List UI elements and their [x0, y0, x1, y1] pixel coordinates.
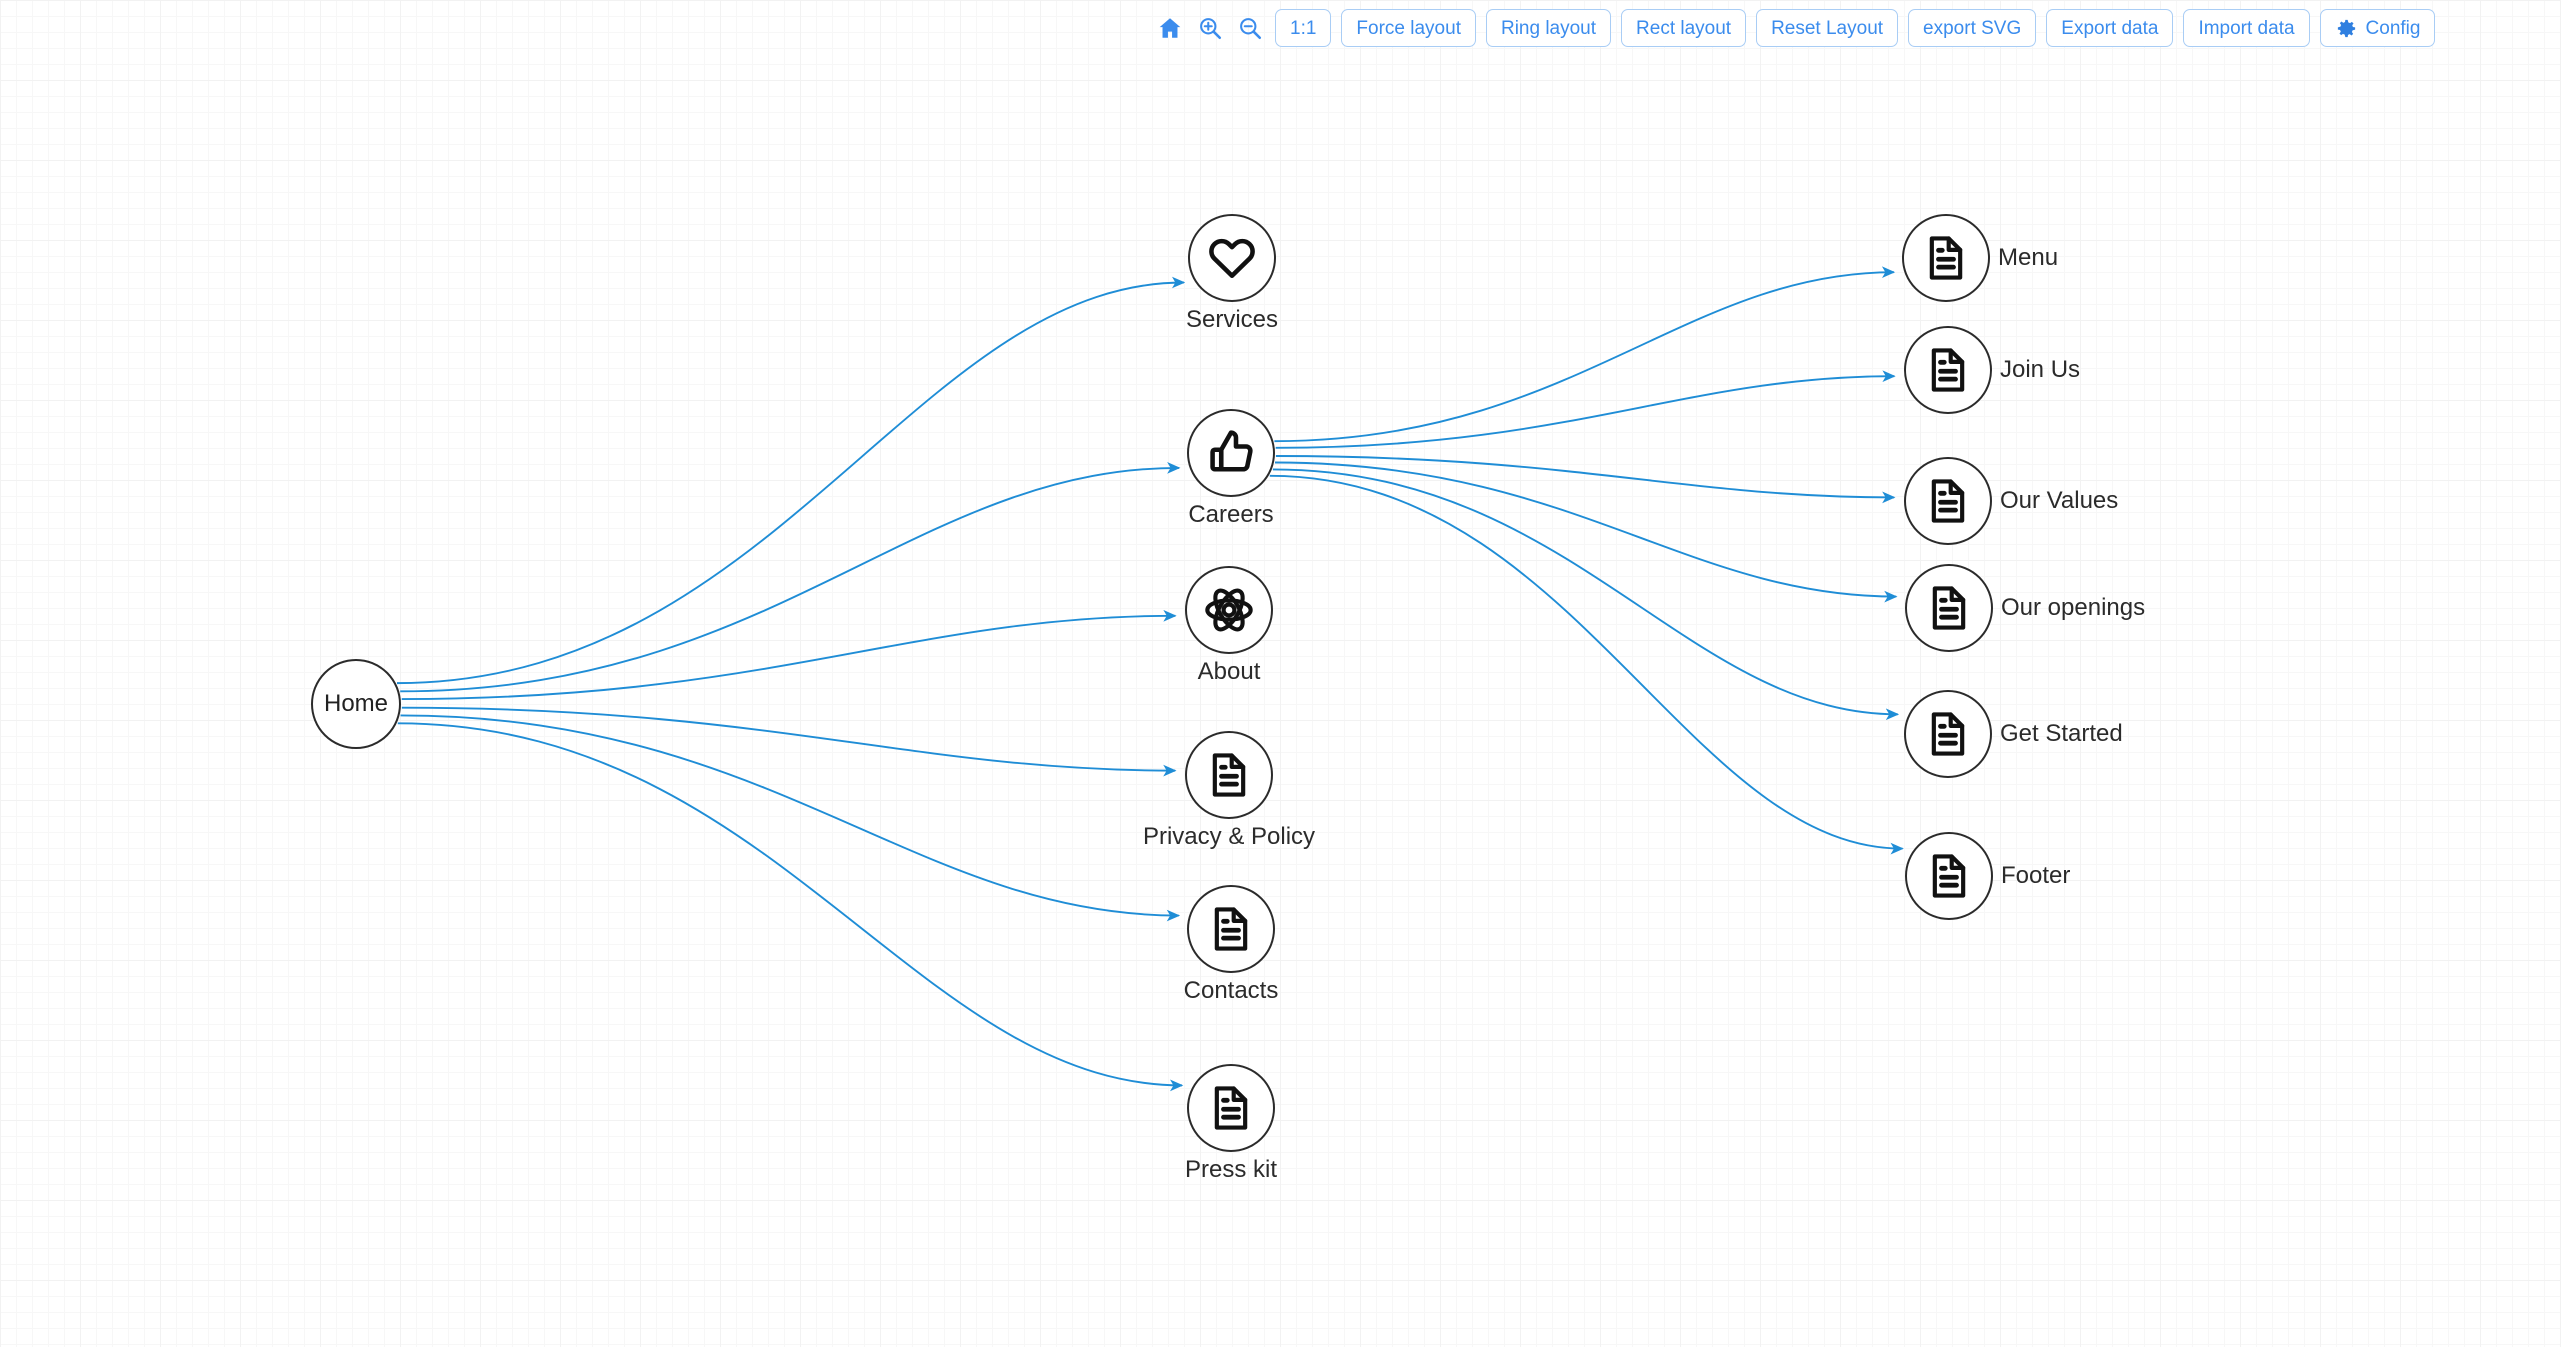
graph-node-ourvalues[interactable]: Our Values — [1904, 457, 2118, 545]
node-label-ourvalues: Our Values — [2000, 487, 2119, 514]
scale-1-1-button[interactable]: 1:1 — [1275, 9, 1332, 47]
node-circle-presskit[interactable] — [1187, 1064, 1275, 1152]
graph-edge-home-contacts — [400, 714, 1181, 922]
scale-1-1-label: 1:1 — [1290, 17, 1317, 39]
ring-layout-label: Ring layout — [1500, 17, 1597, 39]
graph-edge-home-about — [401, 609, 1177, 701]
document-icon — [1923, 345, 1973, 395]
graph-node-services[interactable]: Services — [1186, 214, 1278, 333]
document-icon — [1206, 904, 1256, 954]
graph-edge-home-privacy — [401, 706, 1177, 777]
node-circle-getstarted[interactable] — [1904, 690, 1992, 778]
export-svg-button[interactable]: export SVG — [1908, 9, 2037, 47]
rect-layout-button[interactable]: Rect layout — [1621, 9, 1747, 47]
node-label-openings: Our openings — [2001, 594, 2146, 621]
force-layout-button[interactable]: Force layout — [1341, 9, 1476, 47]
export-data-label: Export data — [2061, 17, 2159, 39]
graph-edge-careers-openings — [1274, 461, 1898, 603]
graph-node-careers[interactable]: Careers — [1187, 409, 1275, 528]
import-data-button[interactable]: Import data — [2183, 9, 2310, 47]
zoom-out-icon[interactable] — [1235, 13, 1265, 43]
toolbar: 1:1 Force layout Ring layout Rect layout… — [1155, 7, 2436, 49]
document-icon — [1924, 583, 1974, 633]
graph-node-privacy[interactable]: Privacy & Policy — [1143, 731, 1315, 850]
graph-node-joinus[interactable]: Join Us — [1904, 326, 2080, 414]
node-circle-footer[interactable] — [1905, 832, 1993, 920]
graph-node-about[interactable]: About — [1185, 566, 1273, 685]
node-label-services: Services — [1185, 306, 1279, 333]
home-icon[interactable] — [1155, 13, 1185, 43]
document-icon — [1924, 851, 1974, 901]
export-svg-label: export SVG — [1923, 17, 2022, 39]
atom-icon — [1203, 584, 1255, 636]
node-label-contacts: Contacts — [1183, 977, 1279, 1004]
node-circle-about[interactable] — [1185, 566, 1273, 654]
node-circle-openings[interactable] — [1905, 564, 1993, 652]
graph-edge-careers-ourvalues — [1275, 455, 1896, 504]
document-icon — [1921, 233, 1971, 283]
graph-edge-home-presskit — [397, 722, 1184, 1092]
config-label: Config — [2365, 17, 2421, 39]
node-circle-contacts[interactable] — [1187, 885, 1275, 973]
graph-node-contacts[interactable]: Contacts — [1184, 885, 1278, 1004]
ring-layout-button[interactable]: Ring layout — [1485, 9, 1612, 47]
node-label-careers: Careers — [1188, 501, 1274, 528]
node-label-about: About — [1197, 658, 1261, 685]
graph-edge-careers-menu — [1274, 266, 1896, 443]
node-label-home: Home — [323, 690, 389, 717]
node-label-privacy: Privacy & Policy — [1142, 823, 1316, 850]
node-circle-menu[interactable] — [1902, 214, 1990, 302]
node-circle-privacy[interactable] — [1185, 731, 1273, 819]
document-icon — [1204, 750, 1254, 800]
force-layout-label: Force layout — [1356, 17, 1461, 39]
node-circle-ourvalues[interactable] — [1904, 457, 1992, 545]
node-label-presskit: Press kit — [1184, 1156, 1278, 1183]
node-circle-services[interactable] — [1188, 214, 1276, 302]
zoom-in-icon[interactable] — [1195, 13, 1225, 43]
rect-layout-label: Rect layout — [1636, 17, 1732, 39]
node-circle-careers[interactable] — [1187, 409, 1275, 497]
node-circle-home[interactable]: Home — [311, 659, 401, 749]
graph-edge-home-careers — [400, 462, 1181, 693]
graph-edge-home-services — [396, 276, 1186, 685]
document-icon — [1206, 1083, 1256, 1133]
graph-node-getstarted[interactable]: Get Started — [1904, 690, 2123, 778]
gear-icon — [2335, 17, 2358, 40]
graph-edge-careers-getstarted — [1272, 468, 1900, 721]
reset-layout-button[interactable]: Reset Layout — [1756, 9, 1899, 47]
import-data-label: Import data — [2198, 17, 2295, 39]
config-button[interactable]: Config — [2319, 9, 2436, 47]
graph-edge-careers-footer — [1269, 474, 1904, 855]
heart-icon — [1206, 232, 1258, 284]
node-label-joinus: Join Us — [2000, 356, 2081, 383]
document-icon — [1923, 709, 1973, 759]
node-label-footer: Footer — [2001, 862, 2071, 889]
document-icon — [1923, 476, 1973, 526]
export-data-button[interactable]: Export data — [2046, 9, 2174, 47]
graph-node-menu[interactable]: Menu — [1902, 214, 2058, 302]
node-circle-joinus[interactable] — [1904, 326, 1992, 414]
reset-layout-label: Reset Layout — [1771, 17, 1884, 39]
edges-group — [396, 266, 1904, 1092]
node-label-menu: Menu — [1998, 244, 2059, 271]
node-label-getstarted: Get Started — [2000, 720, 2123, 747]
graph-node-footer[interactable]: Footer — [1905, 832, 2070, 920]
thumbs-up-icon — [1205, 427, 1257, 479]
graph-node-presskit[interactable]: Press kit — [1185, 1064, 1277, 1183]
graph-node-home[interactable]: Home — [311, 659, 401, 749]
graph-node-openings[interactable]: Our openings — [1905, 564, 2145, 652]
graph-edge-careers-joinus — [1275, 370, 1896, 449]
